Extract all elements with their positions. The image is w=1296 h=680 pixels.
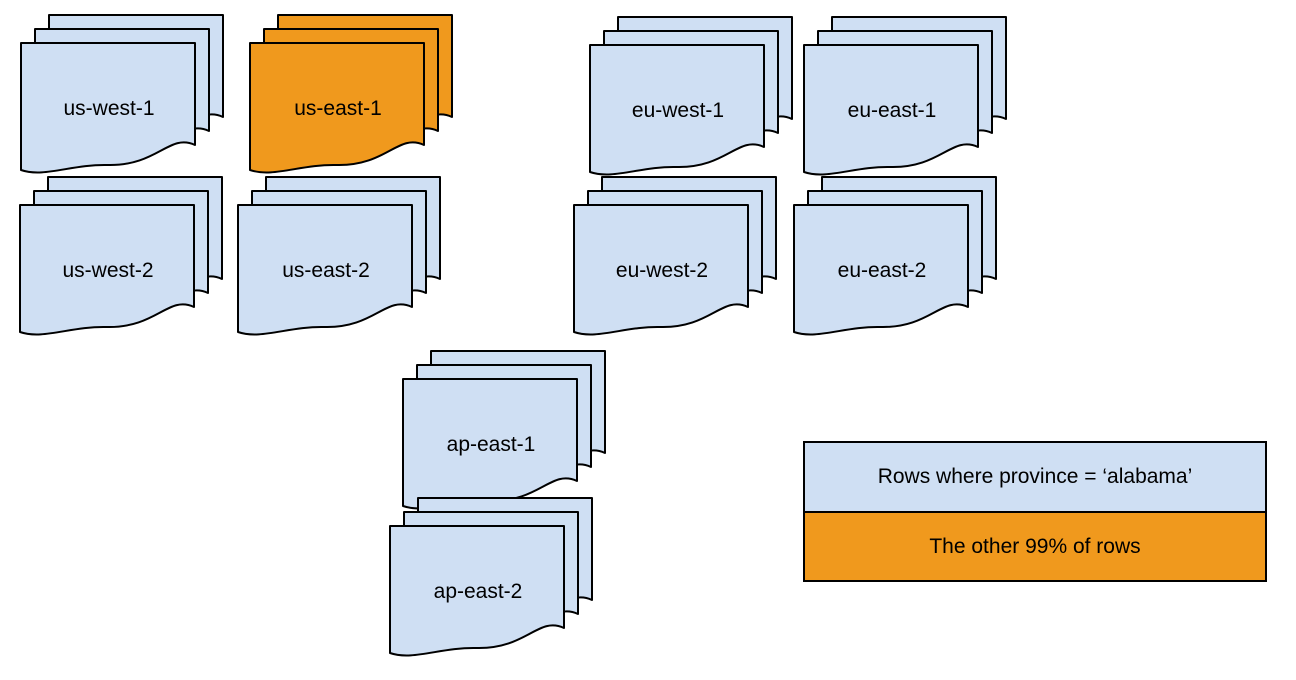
region-label-us-west-1: us-west-1 bbox=[63, 96, 155, 120]
region-label-eu-east-2: eu-east-2 bbox=[837, 258, 927, 282]
document-sheet-front-icon bbox=[589, 44, 765, 176]
region-label-ap-east-1: ap-east-1 bbox=[446, 432, 536, 456]
stacked-documents-icon bbox=[589, 16, 793, 176]
region-doc-stack-ap-east-1: ap-east-1 bbox=[402, 350, 608, 512]
legend-item-alabama-rows: Rows where province = ‘alabama’ bbox=[805, 443, 1265, 513]
legend: Rows where province = ‘alabama’ The othe… bbox=[803, 441, 1267, 582]
region-label-us-west-2: us-west-2 bbox=[62, 258, 154, 282]
legend-item-other-rows-label: The other 99% of rows bbox=[929, 534, 1141, 558]
document-sheet-front-icon bbox=[19, 204, 195, 336]
legend-item-alabama-rows-label: Rows where province = ‘alabama’ bbox=[877, 465, 1193, 488]
legend-item-other-rows: The other 99% of rows bbox=[805, 513, 1265, 580]
stacked-documents-icon bbox=[803, 16, 1007, 176]
document-sheet-front-icon bbox=[20, 42, 196, 174]
stacked-documents-icon bbox=[389, 497, 593, 657]
region-label-eu-west-2: eu-west-2 bbox=[615, 258, 709, 282]
stacked-documents-icon bbox=[402, 350, 606, 510]
stacked-documents-icon bbox=[793, 176, 997, 336]
region-doc-stack-us-west-1: us-west-1 bbox=[20, 14, 226, 176]
region-label-eu-east-1: eu-east-1 bbox=[847, 98, 937, 122]
region-doc-stack-eu-west-1: eu-west-1 bbox=[589, 16, 795, 178]
document-sheet-front-icon bbox=[249, 42, 425, 174]
stacked-documents-icon bbox=[20, 14, 224, 174]
stacked-documents-icon bbox=[573, 176, 777, 336]
stacked-documents-icon bbox=[249, 14, 453, 174]
region-doc-stack-eu-east-1: eu-east-1 bbox=[803, 16, 1009, 178]
region-doc-stack-us-west-2: us-west-2 bbox=[19, 176, 225, 338]
document-sheet-front-icon bbox=[237, 204, 413, 336]
region-label-ap-east-2: ap-east-2 bbox=[433, 579, 523, 603]
stacked-documents-icon bbox=[237, 176, 441, 336]
document-sheet-front-icon bbox=[803, 44, 979, 176]
document-sheet-front-icon bbox=[389, 525, 565, 657]
region-doc-stack-us-east-1: us-east-1 bbox=[249, 14, 455, 176]
document-sheet-front-icon bbox=[573, 204, 749, 336]
region-label-us-east-2: us-east-2 bbox=[282, 258, 370, 282]
region-doc-stack-us-east-2: us-east-2 bbox=[237, 176, 443, 338]
region-doc-stack-eu-west-2: eu-west-2 bbox=[573, 176, 779, 338]
region-label-us-east-1: us-east-1 bbox=[294, 96, 382, 120]
stacked-documents-icon bbox=[19, 176, 223, 336]
region-doc-stack-ap-east-2: ap-east-2 bbox=[389, 497, 595, 659]
region-label-eu-west-1: eu-west-1 bbox=[631, 98, 725, 122]
document-sheet-front-icon bbox=[793, 204, 969, 336]
region-doc-stack-eu-east-2: eu-east-2 bbox=[793, 176, 999, 338]
